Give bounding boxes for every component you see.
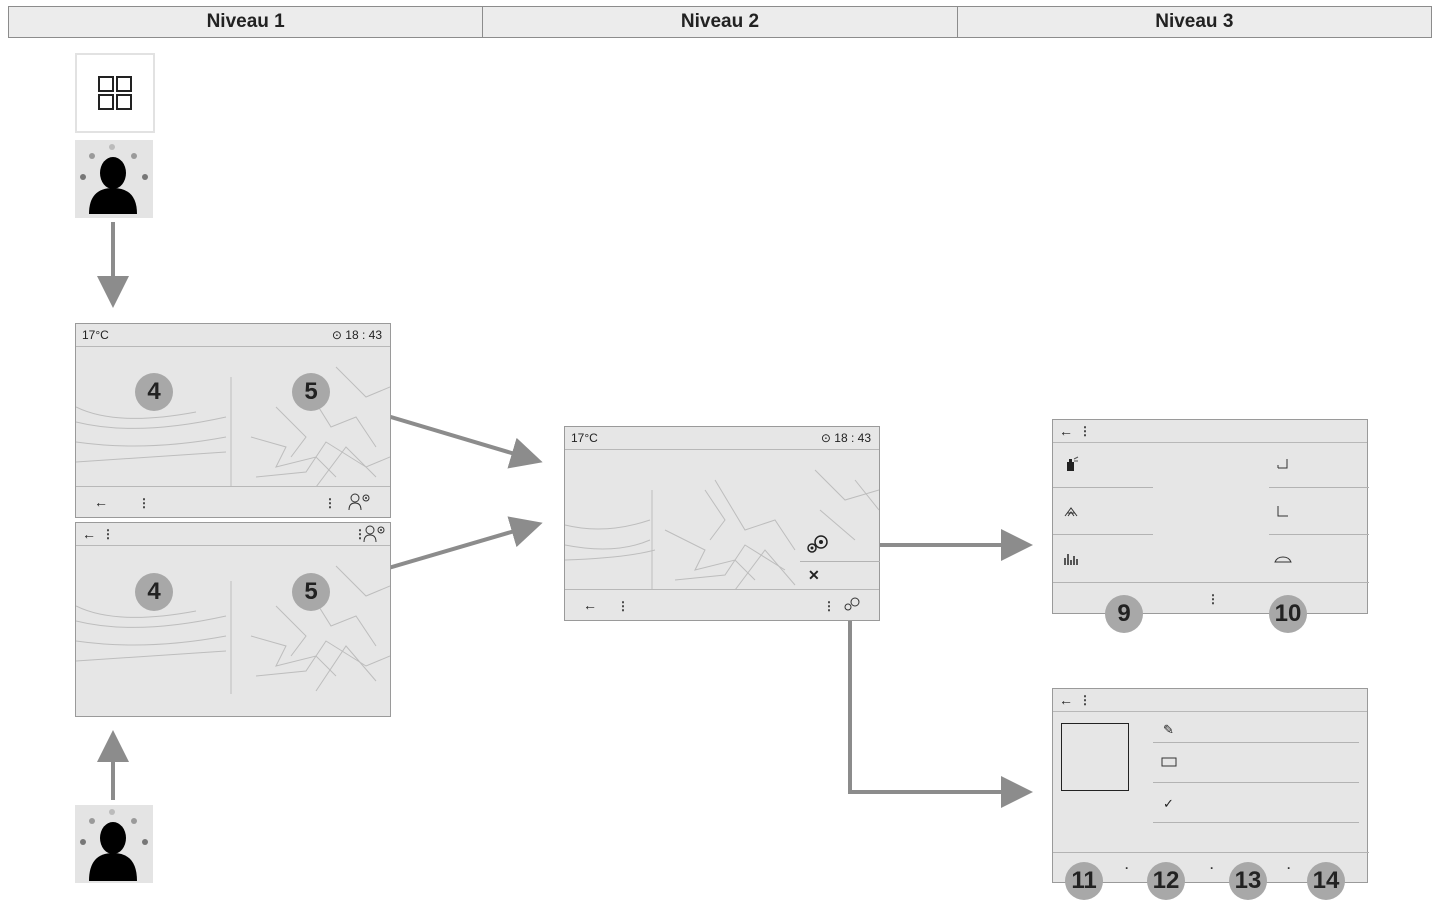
callout-12: 12 (1147, 862, 1185, 900)
callout-9: 9 (1105, 595, 1143, 633)
top-nav: ← ⋮ ⋮ (76, 523, 390, 546)
header-level-1: Niveau 1 (9, 7, 484, 37)
menu-dots-icon[interactable]: ⋮ (138, 496, 150, 510)
menu-dots-icon[interactable]: ⋮ (617, 599, 629, 613)
callout-11: 11 (1065, 862, 1103, 900)
map-background (76, 565, 390, 694)
callout-4: 4 (135, 573, 173, 611)
callout-14: 14 (1307, 862, 1345, 900)
perfume-icon[interactable] (1063, 456, 1079, 472)
settings-gears-icon[interactable] (805, 534, 831, 556)
back-arrow-icon[interactable]: ← (1059, 692, 1073, 708)
menu-dots-icon[interactable]: ⋮ (1079, 424, 1091, 438)
pencil-icon[interactable]: ✎ (1163, 722, 1174, 737)
back-arrow-icon[interactable]: ← (94, 494, 108, 510)
bottom-bar: ← ⋮ ⋮ (565, 589, 879, 620)
arrow-to-level3-profile (848, 612, 1033, 808)
status-bar: 17°C ⊙ 18 : 43 (565, 427, 879, 450)
level1-home-screen: 17°C ⊙ 18 : 43 ← ⋮ ⋮ (75, 323, 391, 518)
close-icon[interactable]: ✕ (808, 567, 820, 583)
profile-settings-icon[interactable] (348, 492, 372, 512)
temperature-label: 17°C (571, 431, 598, 445)
level-header: Niveau 1 Niveau 2 Niveau 3 (8, 6, 1432, 38)
back-arrow-icon[interactable]: ← (82, 526, 96, 542)
status-bar: 17°C ⊙ 18 : 43 (76, 324, 390, 347)
seat-heat-icon[interactable] (1275, 456, 1291, 472)
car-light-icon[interactable] (1063, 504, 1079, 520)
rectangle-icon[interactable] (1161, 756, 1179, 768)
bottom-bar: ← ⋮ ⋮ (76, 486, 390, 517)
settings-gears-icon[interactable] (843, 596, 861, 612)
separator-dot: · (1210, 861, 1214, 875)
menu-dots-icon[interactable]: ⋮ (354, 527, 366, 541)
callout-4: 4 (135, 373, 173, 411)
clock-icon: ⊙ (820, 431, 831, 445)
car-icon[interactable] (1273, 554, 1293, 566)
apps-grid-icon[interactable] (75, 53, 155, 133)
callout-10: 10 (1269, 595, 1307, 633)
back-arrow-icon[interactable]: ← (583, 597, 597, 613)
menu-dots-icon[interactable]: ⋮ (823, 599, 835, 613)
back-arrow-icon[interactable]: ← (1059, 423, 1073, 439)
level2-screen: 17°C ⊙ 18 : 43 ✕ ← ⋮ ⋮ (564, 426, 880, 621)
menu-dots-icon[interactable]: ⋮ (324, 496, 336, 510)
separator-dot: · (1287, 861, 1291, 875)
menu-dots-icon[interactable]: ⋮ (1207, 592, 1219, 606)
check-icon[interactable]: ✓ (1163, 796, 1174, 811)
callout-13: 13 (1229, 862, 1267, 900)
level3-profile-screen: ← ⋮ ✎ ✓ · · · (1052, 688, 1369, 883)
menu-dots-icon[interactable]: ⋮ (102, 527, 114, 541)
equalizer-icon[interactable] (1063, 551, 1081, 567)
callout-5: 5 (292, 573, 330, 611)
clock-icon: ⊙ (331, 328, 342, 342)
level1-profile-screen: ← ⋮ ⋮ (75, 522, 391, 717)
clock-label: ⊙ 18 : 43 (331, 328, 382, 342)
clock-label: ⊙ 18 : 43 (820, 431, 871, 445)
map-background (76, 366, 390, 487)
seat-icon[interactable] (1275, 504, 1291, 520)
menu-dots-icon[interactable]: ⋮ (1079, 693, 1091, 707)
top-nav: ← ⋮ (1053, 689, 1367, 712)
header-level-3: Niveau 3 (1155, 11, 1234, 32)
callout-5: 5 (292, 373, 330, 411)
level3-settings-screen: ← ⋮ ⋮ (1052, 419, 1369, 614)
map-background (565, 469, 879, 590)
separator-dot: · (1125, 861, 1129, 875)
profile-picture-placeholder[interactable] (1061, 723, 1129, 791)
top-nav: ← ⋮ (1053, 420, 1367, 443)
profile-icon[interactable] (75, 140, 153, 218)
profile-icon[interactable] (75, 805, 153, 883)
temperature-label: 17°C (82, 328, 109, 342)
profile-settings-icon[interactable] (363, 524, 387, 544)
header-level-2: Niveau 2 (483, 7, 958, 37)
